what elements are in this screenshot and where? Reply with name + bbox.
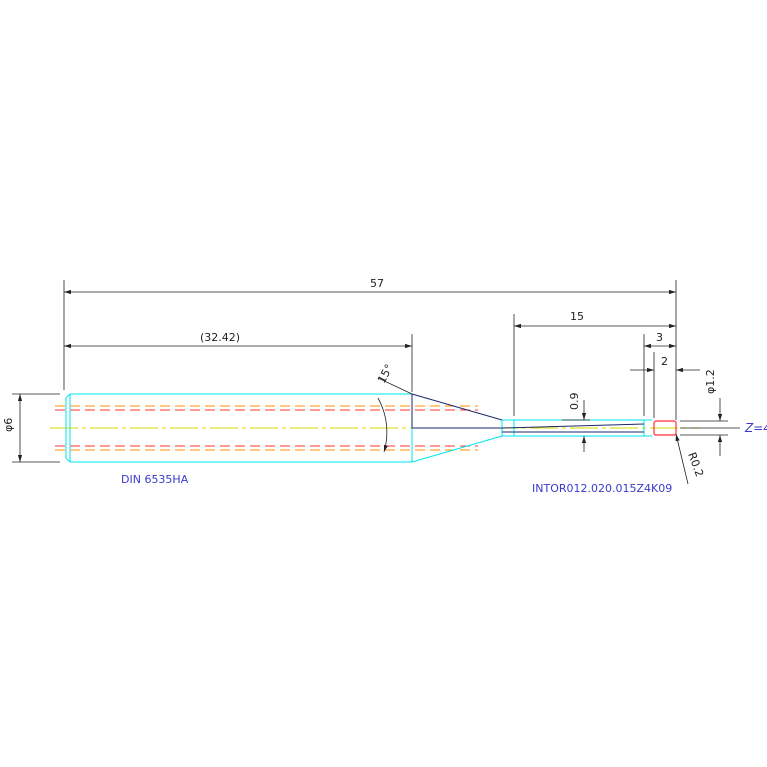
taper-detail [411,393,645,433]
dim-09-label: 0.9 [568,393,581,411]
dim-32-label: (32.42) [200,331,240,344]
dim-2-label: 2 [661,355,668,368]
dim-angle-label: 15° [375,362,396,385]
extension-lines [12,280,728,463]
dim-r02-label: R0.2 [685,451,706,479]
flutes-label: Z=4 [744,421,767,435]
dim-angle-arc [377,397,388,453]
dim-phi12-label: φ1.2 [704,369,717,394]
dimension-lines [17,289,740,485]
standard-label: DIN 6535HA [121,473,189,486]
dim-57-label: 57 [370,277,384,290]
dim-15-label: 15 [570,310,584,323]
dim-3-label: 3 [656,331,663,344]
coolant-lines [55,405,478,451]
r02-leader [675,433,689,485]
dim-phi6-label: φ6 [2,418,15,432]
cutting-tip [653,420,677,436]
part-number-label: INTOR012.020.015Z4K09 [532,482,672,495]
